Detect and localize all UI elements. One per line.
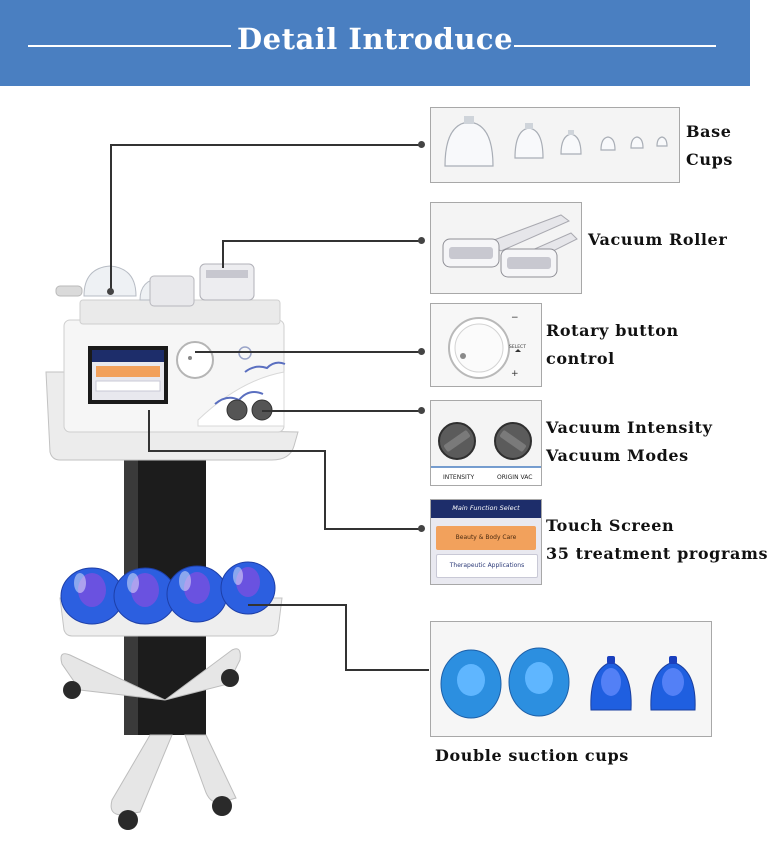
- touch-screen-photo: Main Function Select Beauty & Body Care …: [430, 499, 542, 585]
- screen-option-therapeutic-label: Therapeutic Applications: [449, 562, 525, 569]
- connector-knobs-h: [262, 410, 422, 412]
- connector-cups-v: [345, 604, 347, 669]
- page-title: Detail Introduce: [236, 22, 514, 56]
- connector-base-cups-end: [107, 288, 114, 295]
- screen-option-beauty[interactable]: Beauty & Body Care: [436, 526, 536, 550]
- rotary-dial-photo: − SELECT +: [430, 303, 542, 387]
- knob-right-label: ORIGIN VAC: [497, 474, 532, 481]
- connector-base-cups-h: [110, 144, 422, 146]
- connector-roller-dot: [418, 237, 425, 244]
- connector-touch-dot: [418, 525, 425, 532]
- connector-base-cups-v: [110, 144, 112, 292]
- touch-label-line2: 35 treatment programs: [546, 544, 768, 563]
- machine-illustration: [45, 263, 299, 830]
- vacuum-label-line1: Vacuum Intensity: [546, 418, 713, 437]
- connector-rotary-dot: [418, 348, 425, 355]
- dial-select-text: SELECT: [509, 344, 526, 350]
- double-cups-photo: [430, 621, 712, 737]
- knob-left-label: INTENSITY: [443, 474, 474, 481]
- rotary-label-line2: control: [546, 349, 615, 368]
- rotary-label-line1: Rotary button: [546, 321, 679, 340]
- base-cups-label-line2: Cups: [686, 150, 733, 169]
- connector-touch-v2: [324, 450, 326, 528]
- dial-minus-mark: −: [511, 313, 519, 323]
- connector-rotary-h: [195, 351, 422, 353]
- vacuum-roller-photo: [430, 202, 582, 294]
- vacuum-label-line2: Vacuum Modes: [546, 446, 689, 465]
- base-cups-label-line1: Base: [686, 122, 732, 141]
- screen-option-beauty-label: Beauty & Body Care: [455, 534, 517, 541]
- banner-rule-left: [28, 45, 231, 47]
- base-cups-photo: [430, 107, 680, 183]
- double-cups-label: Double suction cups: [435, 746, 629, 765]
- screen-option-therapeutic[interactable]: Therapeutic Applications: [436, 554, 538, 578]
- connector-touch-v1: [148, 410, 150, 450]
- connector-touch-h1: [148, 450, 324, 452]
- connector-cups-h2: [345, 669, 429, 671]
- vacuum-roller-label: Vacuum Roller: [588, 230, 728, 249]
- screen-title: Main Function Select: [452, 504, 520, 512]
- connector-roller-h: [222, 240, 422, 242]
- connector-cups-h1: [248, 604, 345, 606]
- vacuum-knobs-photo: INTENSITY ORIGIN VAC: [430, 400, 542, 486]
- screen-title-bar: [431, 500, 541, 518]
- connector-touch-h2: [324, 528, 422, 530]
- dial-plus-mark: +: [511, 369, 519, 379]
- connector-roller-v: [222, 240, 224, 268]
- touch-label-line1: Touch Screen: [546, 516, 675, 535]
- connector-knobs-dot: [418, 407, 425, 414]
- connector-base-cups-dot: [418, 141, 425, 148]
- header-banner: Detail Introduce: [0, 0, 750, 86]
- banner-rule-right: [514, 45, 716, 47]
